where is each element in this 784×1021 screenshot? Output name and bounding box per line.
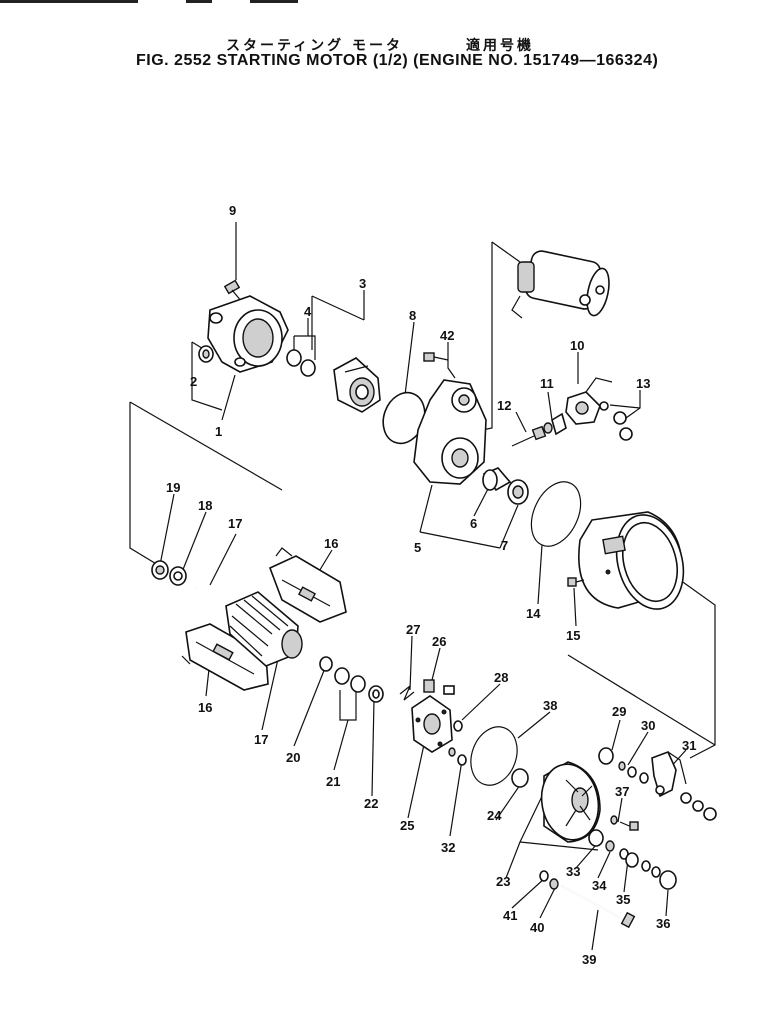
callout-36: 35: [616, 892, 630, 907]
part-16-field-coil-bottom: [181, 623, 269, 691]
part-41-washer: [549, 878, 559, 890]
callout-23: 22: [364, 796, 378, 811]
top-rule-left: [0, 0, 138, 3]
callout-21: 20: [286, 750, 300, 765]
part-11-washer: [543, 422, 553, 434]
callout-19: 18: [198, 498, 212, 513]
callout-40: 39: [582, 952, 596, 967]
part-40-through-bolt: [561, 885, 636, 929]
callout-10: 10: [570, 338, 584, 353]
callout-14: 14: [526, 606, 541, 621]
part-38-bolt: [610, 815, 639, 831]
part-10-terminal: [565, 377, 613, 425]
part-32-terminal-plate: [651, 750, 717, 821]
callout-22: 21: [326, 774, 340, 789]
callout-30: 29: [612, 704, 626, 719]
callout-9: 9: [229, 203, 236, 218]
part-12-bolt: [511, 425, 547, 447]
part-27-brush: [423, 679, 455, 695]
part-37-cap: [659, 870, 677, 890]
part-14-o-ring: [530, 481, 582, 547]
callout-16-bottom: 16: [198, 700, 212, 715]
callout-7: 7: [501, 538, 508, 553]
callout-11: 11: [540, 376, 554, 391]
callout-8: 8: [409, 308, 416, 323]
part-22-washers: [334, 667, 366, 693]
part-25-bushing: [511, 768, 529, 788]
callout-25: 24: [487, 808, 502, 823]
part-30-collar: [598, 747, 614, 765]
top-rule-mid: [186, 0, 212, 3]
part-5-gear-housing: [413, 379, 487, 485]
callout-34: 33: [566, 864, 580, 879]
part-6-sleeve: [482, 467, 512, 492]
part-15-screw: [567, 577, 585, 587]
callout-31: 30: [641, 718, 655, 733]
title-japanese-applicable-models: 適用号機: [466, 38, 534, 54]
part-3-pinion-clutch: [333, 357, 381, 413]
callout-4: 4: [304, 304, 312, 319]
callout-3: 3: [359, 276, 366, 291]
part-23-washer: [368, 685, 384, 703]
part-31-washer: [618, 761, 626, 771]
callout-41: 40: [530, 920, 544, 935]
part-36-washers: [619, 848, 661, 878]
callout-labels: 9 3 4 8 42 10 11 13 12 2 1 19 18 17 6 16…: [166, 203, 696, 967]
callout-27: 26: [432, 634, 446, 649]
part-20-washer: [151, 560, 169, 580]
callout-28: 27: [406, 622, 420, 637]
callout-32: 31: [682, 738, 696, 753]
top-rule-right: [250, 0, 298, 3]
part-26-brush-holder: [411, 695, 453, 753]
part-1-drive-housing: [207, 295, 289, 373]
part-43-bolt: [423, 352, 449, 362]
part-7-bearing: [507, 479, 529, 505]
callout-26: 25: [400, 818, 414, 833]
callout-13: 13: [636, 376, 650, 391]
callout-2: 2: [190, 374, 197, 389]
part-39-o-ring: [470, 726, 518, 786]
part-29-washer: [453, 720, 463, 732]
callout-20: 19: [166, 480, 180, 495]
callout-39: 38: [543, 698, 557, 713]
part-yoke: [578, 511, 685, 610]
callout-18: 17: [228, 516, 242, 531]
callout-15: 15: [566, 628, 580, 643]
callout-43: 42: [440, 328, 454, 343]
part-24-rear-cover: [540, 761, 601, 843]
part-17-armature: [225, 591, 303, 667]
callout-1: 1: [215, 424, 222, 439]
part-34-bushing: [588, 829, 604, 847]
part-19-washer: [169, 566, 187, 586]
part-31-washers: [627, 766, 649, 784]
part-42-washer: [539, 870, 549, 882]
callout-16-top: 16: [324, 536, 338, 551]
callout-29: 28: [494, 670, 508, 685]
part-35-washer: [605, 840, 615, 852]
callout-35: 34: [592, 878, 607, 893]
title-japanese: スターティング モータ 適用号機: [226, 35, 531, 55]
callout-33: 32: [441, 840, 455, 855]
part-28-brush-spring: [399, 685, 415, 701]
callout-5: 5: [414, 540, 421, 555]
callout-6: 6: [470, 516, 477, 531]
callout-12: 12: [497, 398, 511, 413]
callout-38: 37: [615, 784, 629, 799]
callout-17: 17: [254, 732, 268, 747]
part-33-washers: [448, 747, 467, 766]
part-9-bolt: [223, 279, 243, 303]
part-solenoid-switch: [511, 250, 610, 319]
part-2-bushing: [198, 345, 214, 363]
part-21-washer: [319, 656, 333, 672]
callout-24: 23: [496, 874, 510, 889]
title-japanese-part-name: スターティング モータ: [226, 38, 404, 54]
callout-42: 41: [503, 908, 517, 923]
part-11-plate: [551, 412, 567, 436]
callout-37: 36: [656, 916, 670, 931]
figure-title: FIG. 2552 STARTING MOTOR (1/2) (ENGINE N…: [136, 52, 659, 69]
part-13-nuts: [613, 411, 633, 441]
part-4-rings: [286, 349, 316, 377]
part-16-field-coil-top: [268, 547, 347, 623]
